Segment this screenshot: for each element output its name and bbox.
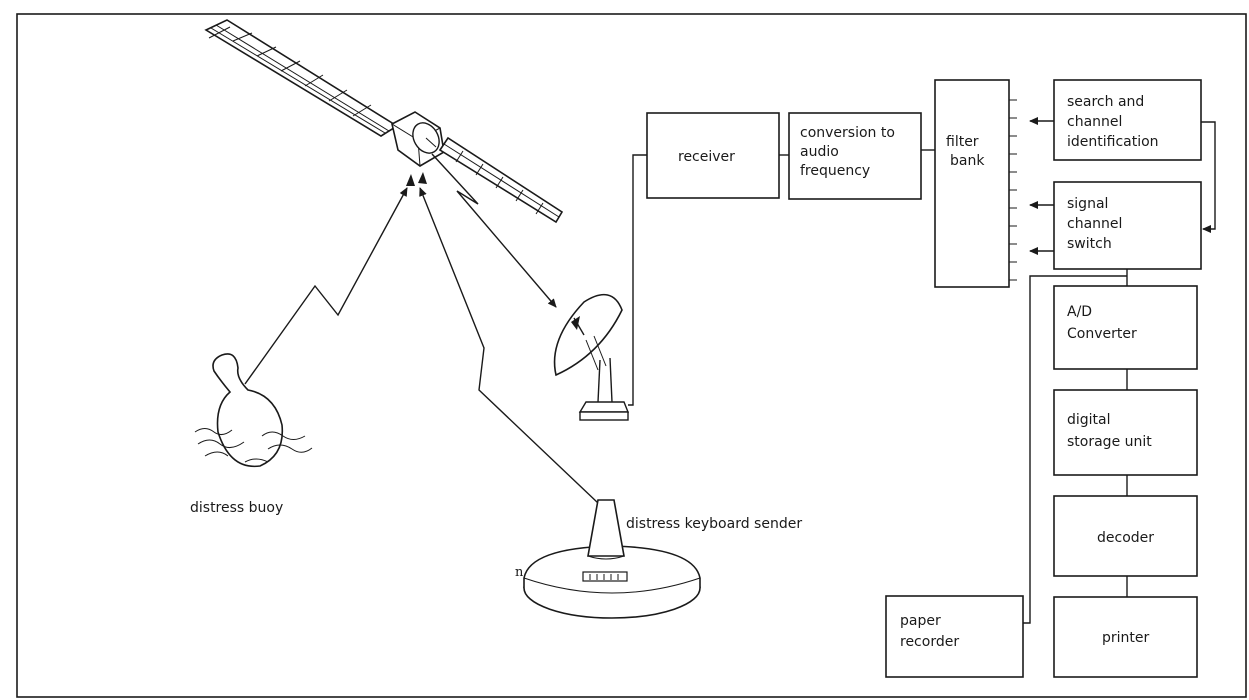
- buoy-label: distress buoy: [190, 500, 283, 516]
- diagram-border: [16, 13, 1247, 698]
- signal-switch-box: [1053, 181, 1202, 270]
- filter-bank-label-1: filter: [946, 134, 979, 150]
- receiver-box: [646, 112, 780, 199]
- storage-label-2: storage unit: [1067, 434, 1152, 450]
- conversion-label-2: audio: [800, 144, 839, 160]
- decoder-label: decoder: [1097, 530, 1154, 546]
- satellite-icon: [204, 19, 564, 224]
- switch-label-1: signal: [1067, 196, 1108, 212]
- dish-receiver-cable: [628, 154, 647, 406]
- switch-label-3: switch: [1067, 236, 1112, 252]
- keyboard-sender-icon: [523, 499, 701, 619]
- filter-bank-box: [934, 79, 1010, 288]
- filter-bank-label-2: bank: [950, 153, 985, 169]
- search-label-2: channel: [1067, 114, 1122, 130]
- distress-buoy-icon: [194, 353, 313, 468]
- buoy-uplink-signal: [244, 187, 408, 385]
- search-channel-box: [1053, 79, 1202, 161]
- printer-box: [1053, 596, 1198, 678]
- switch-label-2: channel: [1067, 216, 1122, 232]
- downlink-signal: [431, 153, 557, 308]
- uplink-antenna-icon-2: [418, 172, 427, 184]
- search-label-1: search and: [1067, 94, 1144, 110]
- conversion-label-3: frequency: [800, 163, 870, 179]
- uplink-antenna-icon: [406, 174, 415, 186]
- storage-label-1: digital: [1067, 412, 1111, 428]
- keyboard-sender-label: distress keyboard sender: [626, 516, 802, 532]
- search-label-3: identification: [1067, 134, 1159, 150]
- paper-label-1: paper: [900, 613, 941, 629]
- paper-label-2: recorder: [900, 634, 959, 650]
- storage-box: [1053, 389, 1198, 476]
- ground-station-dish-icon: [553, 293, 630, 421]
- ad-label-2: Converter: [1067, 326, 1137, 342]
- receiver-label: receiver: [678, 149, 735, 165]
- keyboard-mark: n: [515, 565, 524, 580]
- conversion-label-1: conversion to: [800, 125, 895, 141]
- filter-outputs: [1009, 99, 1017, 281]
- conversion-box: [788, 112, 922, 200]
- solar-panel-upper: [204, 19, 399, 137]
- keyboard-uplink-signal: [419, 187, 599, 504]
- ad-label-1: A/D: [1067, 304, 1092, 320]
- paper-recorder-box: [885, 595, 1024, 678]
- decoder-box: [1053, 495, 1198, 577]
- keyboard-panel-icon: [582, 571, 628, 582]
- printer-label: printer: [1102, 630, 1150, 646]
- ad-converter-box: [1053, 285, 1198, 370]
- solar-panel-lower: [438, 136, 564, 224]
